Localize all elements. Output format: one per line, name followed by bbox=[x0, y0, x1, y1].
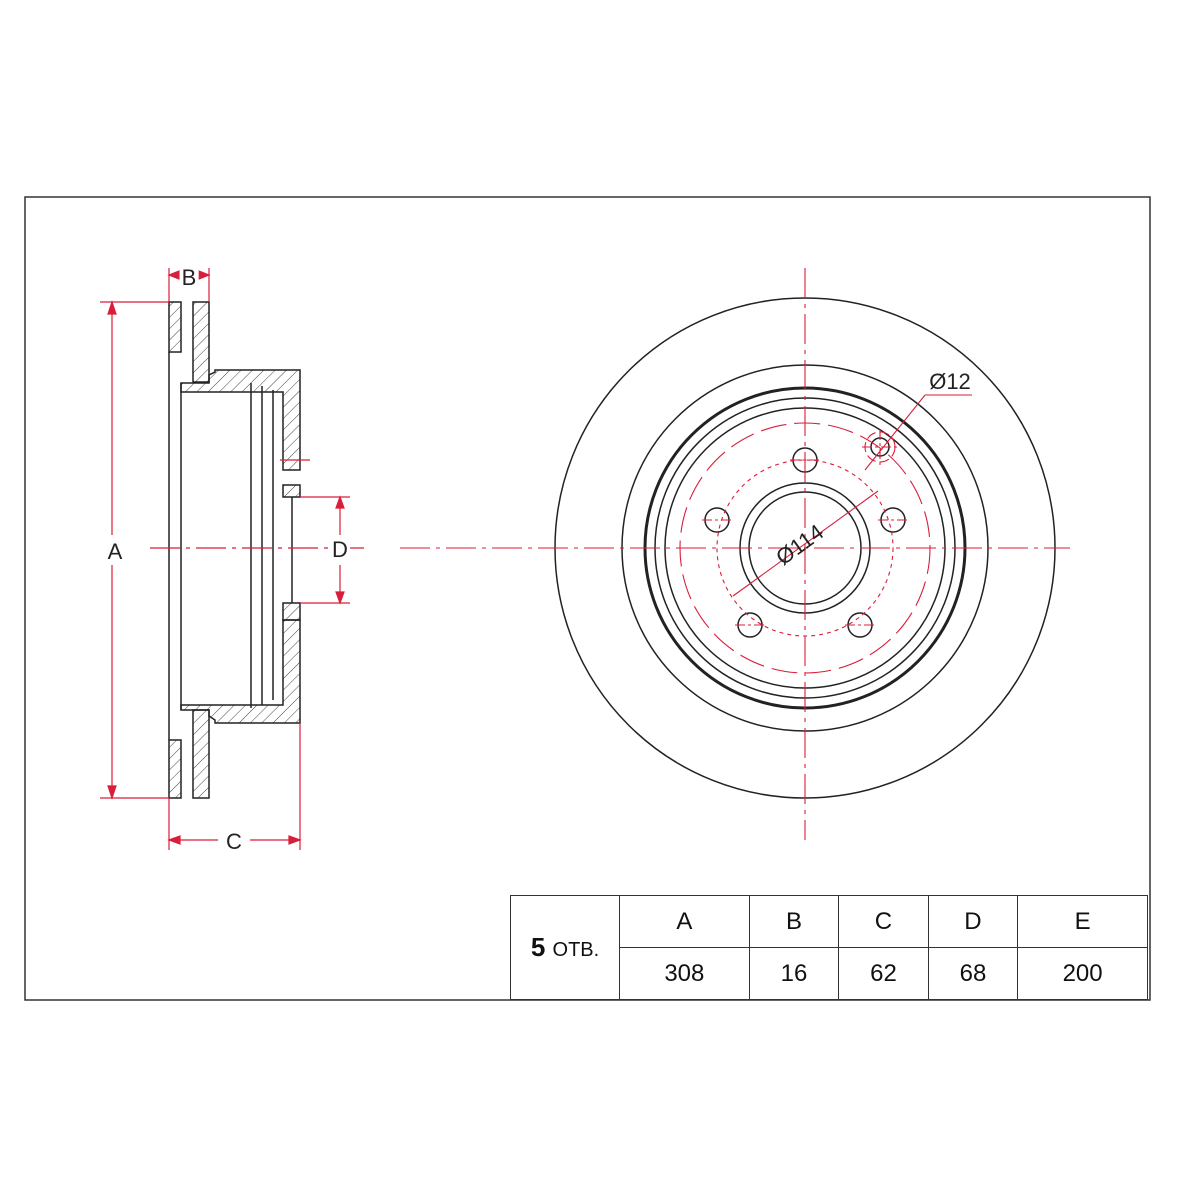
dimension-label-c: C bbox=[224, 829, 244, 855]
value-a: 308 bbox=[619, 947, 750, 1000]
dimension-label-a: A bbox=[105, 539, 125, 565]
drawing-frame bbox=[24, 196, 1151, 1001]
dimension-label-b: B bbox=[179, 265, 199, 291]
side-section-view bbox=[168, 301, 301, 799]
hole-diameter-callout: Ø12 bbox=[929, 369, 971, 394]
dimensions-table: 5 ОТВ. A B C D E 308 16 62 68 200 bbox=[510, 895, 1148, 1000]
dimension-label-d: D bbox=[330, 537, 350, 563]
header-e: E bbox=[1017, 895, 1148, 948]
header-d: D bbox=[927, 895, 1019, 948]
holes-count-cell: 5 ОТВ. bbox=[510, 895, 620, 1000]
value-b: 16 bbox=[748, 947, 840, 1000]
header-b: B bbox=[748, 895, 840, 948]
header-c: C bbox=[838, 895, 929, 948]
holes-count: 5 bbox=[530, 932, 546, 962]
header-a: A bbox=[619, 895, 750, 948]
holes-unit: ОТВ. bbox=[552, 939, 600, 961]
front-centerlines bbox=[400, 268, 1070, 840]
value-e: 200 bbox=[1017, 947, 1148, 1000]
side-dimensions bbox=[100, 268, 370, 850]
value-d: 68 bbox=[927, 947, 1019, 1000]
value-c: 62 bbox=[838, 947, 929, 1000]
